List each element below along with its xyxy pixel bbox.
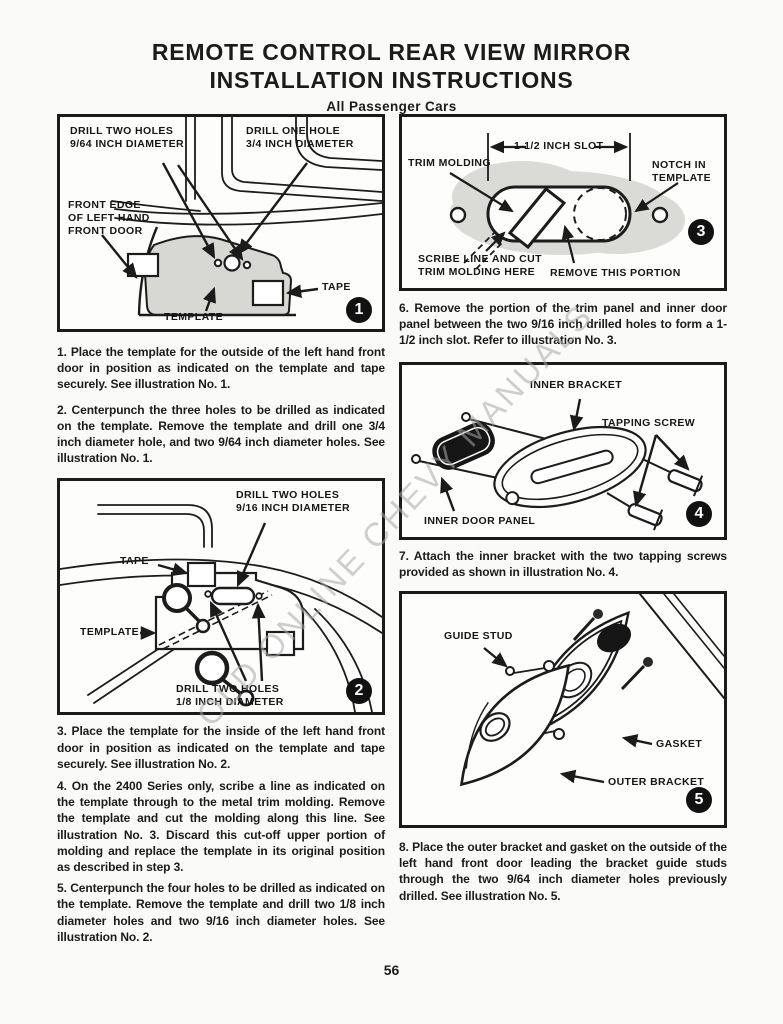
- step-6: 6. Remove the portion of the trim panel …: [399, 301, 727, 348]
- step-7: 7. Attach the inner bracket with the two…: [399, 548, 727, 579]
- fig1-label-drill-two-holes: DRILL TWO HOLES 9/64 INCH DIAMETER: [70, 125, 184, 150]
- figure-2-illustration: [60, 504, 382, 713]
- fig2-label-template: TEMPLATE: [80, 626, 140, 639]
- fig2-label-drill-18: DRILL TWO HOLES 1/8 INCH DIAMETER: [176, 683, 284, 709]
- fig3-number-badge: 3: [688, 219, 714, 245]
- fig3-label-remove: REMOVE THIS PORTION: [550, 267, 681, 279]
- figure-5: GUIDE STUD GASKET OUTER BRACKET 5: [399, 591, 727, 829]
- content-columns: DRILL TWO HOLES 9/64 INCH DIAMETER DRILL…: [57, 112, 727, 945]
- fig5-label-guide-stud: GUIDE STUD: [444, 630, 513, 643]
- fig3-label-slot-dimension: 1-1/2 INCH SLOT: [514, 140, 604, 152]
- right-column: 1-1/2 INCH SLOT TRIM MOLDING NOTCH IN TE…: [399, 112, 727, 945]
- fig3-label-trim-molding: TRIM MOLDING: [408, 157, 491, 169]
- step-1: 1. Place the template for the outside of…: [57, 345, 385, 392]
- fig1-number-badge: 1: [346, 297, 372, 323]
- step-3: 3. Place the template for the inside of …: [57, 724, 385, 771]
- figure-3: 1-1/2 INCH SLOT TRIM MOLDING NOTCH IN TE…: [399, 114, 727, 291]
- fig1-label-front-edge: FRONT EDGE OF LEFT HAND FRONT DOOR: [68, 199, 150, 237]
- step-2: 2. Centerpunch the three holes to be dri…: [57, 402, 385, 466]
- figure-4-illustration: [411, 398, 704, 531]
- figure-1: DRILL TWO HOLES 9/64 INCH DIAMETER DRILL…: [57, 114, 385, 332]
- figure-3-illustration: [449, 133, 685, 270]
- fig5-label-outer-bracket: OUTER BRACKET: [608, 776, 705, 789]
- left-column: DRILL TWO HOLES 9/64 INCH DIAMETER DRILL…: [57, 112, 385, 945]
- fig4-number-badge: 4: [686, 500, 712, 527]
- step-5: 5. Centerpunch the four holes to be dril…: [57, 881, 385, 944]
- page-subtitle: All Passenger Cars: [326, 99, 457, 114]
- figure-1-illustration: [101, 117, 382, 317]
- fig2-label-tape: TAPE: [120, 555, 149, 568]
- figure-5-illustration: [459, 594, 724, 787]
- figure-2: TAPE DRILL TWO HOLES 9/16 INCH DIAMETER …: [57, 478, 385, 716]
- figure-4: INNER BRACKET TAPPING SCREW INNER DOOR P…: [399, 361, 727, 540]
- fig3-label-notch: NOTCH IN TEMPLATE: [652, 159, 712, 184]
- fig4-label-inner-bracket: INNER BRACKET: [530, 378, 623, 391]
- fig2-number-badge: 2: [346, 678, 372, 705]
- step-8: 8. Place the outer bracket and gasket on…: [399, 840, 727, 903]
- fig2-label-drill-916: DRILL TWO HOLES 9/16 INCH DIAMETER: [236, 489, 350, 515]
- fig3-label-scribe: SCRIBE LINE AND CUT TRIM MOLDING HERE: [418, 253, 542, 278]
- page-header: REMOTE CONTROL REAR VIEW MIRROR INSTALLA…: [0, 38, 783, 114]
- fig1-label-drill-one-hole: DRILL ONE HOLE 3/4 INCH DIAMETER: [246, 125, 354, 150]
- page-number: 56: [383, 962, 400, 978]
- fig5-number-badge: 5: [686, 787, 712, 814]
- fig5-label-gasket: GASKET: [656, 738, 703, 751]
- fig4-label-inner-door-panel: INNER DOOR PANEL: [424, 514, 536, 527]
- fig1-label-tape: TAPE: [322, 281, 351, 293]
- fig1-label-template: TEMPLATE: [164, 311, 224, 323]
- page-title-line1: REMOTE CONTROL REAR VIEW MIRROR: [151, 39, 632, 65]
- page-title-line2: INSTALLATION INSTRUCTIONS: [209, 67, 574, 93]
- step-4: 4. On the 2400 Series only, scribe a lin…: [57, 779, 385, 875]
- fig4-label-tapping-screw: TAPPING SCREW: [602, 416, 696, 429]
